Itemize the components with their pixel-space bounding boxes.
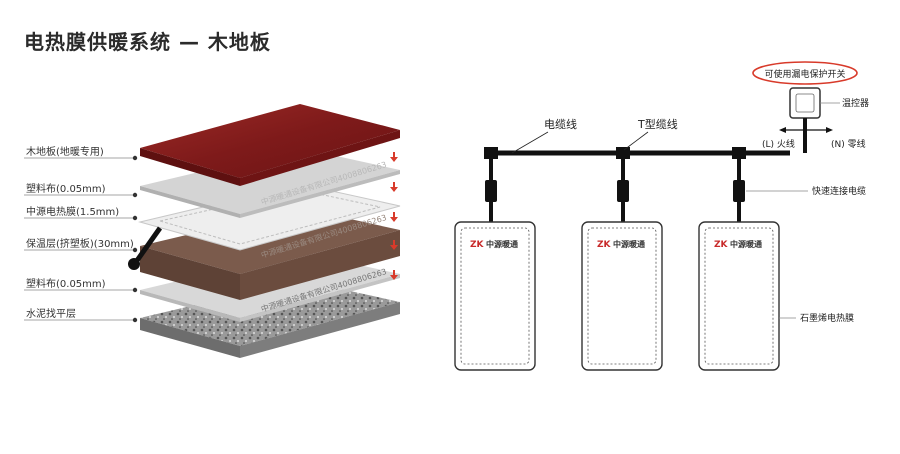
heating-panel: ZK 中源暖通 xyxy=(698,221,780,371)
connector-icon xyxy=(485,180,497,202)
live-label: (L) 火线 xyxy=(762,138,795,150)
heating-panel: ZK 中源暖通 xyxy=(454,221,536,371)
panel-logo: 中源暖通 xyxy=(613,239,645,249)
switch-oval xyxy=(752,61,858,85)
layer-label: 水泥找平层 xyxy=(26,307,76,320)
drop-cables xyxy=(489,159,741,222)
layer-label: 塑料布(0.05mm) xyxy=(26,182,106,195)
arrow-down-icon xyxy=(390,240,398,250)
arrow-down-icon xyxy=(390,182,398,192)
panel-logo-mark: ZK xyxy=(714,240,729,250)
heating-panel: ZK 中源暖通 xyxy=(581,221,663,371)
thermostat xyxy=(789,87,821,153)
layer-label: 木地板(地暖专用) xyxy=(26,145,104,158)
cable-label: 电缆线 xyxy=(544,117,577,131)
panel-logo: 中源暖通 xyxy=(730,239,762,249)
connector-label: 快速连接电缆 xyxy=(812,185,866,197)
panel-logo-mark: ZK xyxy=(470,240,485,250)
live-arrow-icon xyxy=(779,127,833,133)
film-label: 石墨烯电热膜 xyxy=(800,312,854,324)
heat-arrows xyxy=(390,152,398,280)
arrow-down-icon xyxy=(390,270,398,280)
connector-icon xyxy=(733,180,745,202)
panel-logo-mark: ZK xyxy=(597,240,612,250)
layer-plastic-top xyxy=(140,148,400,218)
arrow-down-icon xyxy=(390,212,398,222)
neutral-label: (N) 零线 xyxy=(831,138,866,150)
switch-label: 可使用漏电保护开关 xyxy=(764,68,845,80)
layer-label: 中源电热膜(1.5mm) xyxy=(26,205,119,218)
arrow-down-icon xyxy=(390,152,398,162)
t-cable-label: T型缆线 xyxy=(637,117,678,131)
panel-logo: 中源暖通 xyxy=(486,239,518,249)
connector-plug-icon xyxy=(128,258,140,270)
page-title: 电热膜供暖系统 — 木地板 xyxy=(24,30,271,54)
layer-label: 塑料布(0.05mm) xyxy=(26,277,106,290)
layer-label: 保温层(挤塑板)(30mm) xyxy=(26,237,134,250)
layer-wood-floor xyxy=(140,104,400,186)
main-cable xyxy=(484,147,790,159)
thermostat-label: 温控器 xyxy=(842,97,869,109)
connector-icon xyxy=(617,180,629,202)
